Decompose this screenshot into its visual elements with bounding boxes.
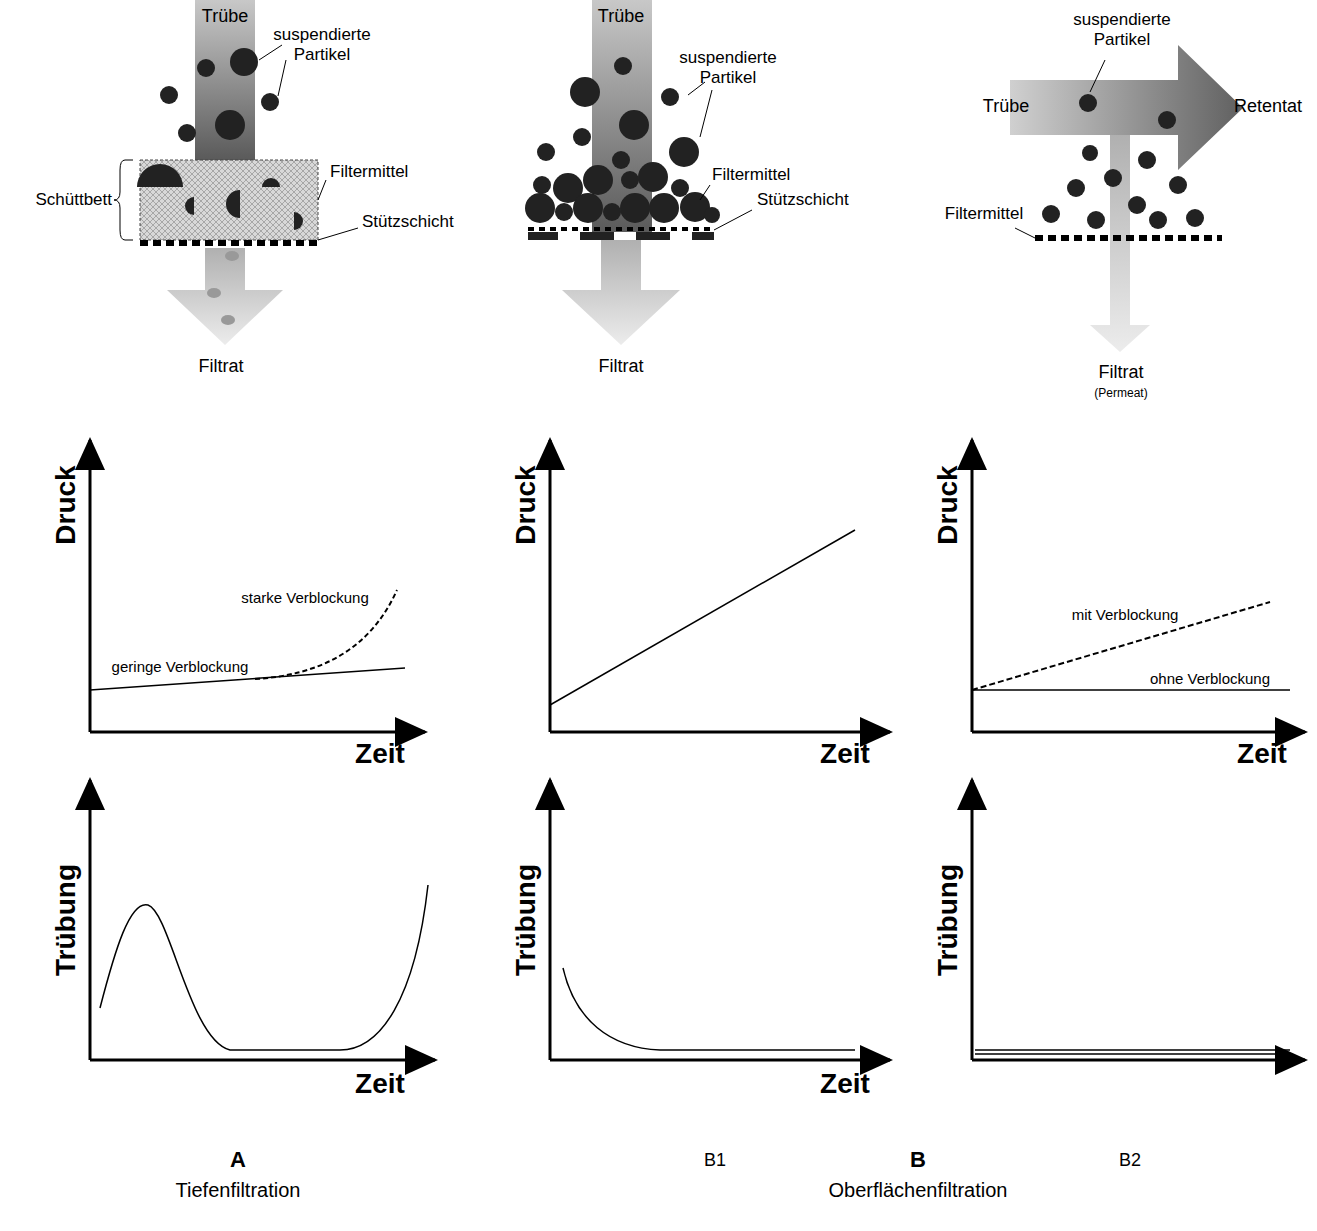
- axis-label: Trübung: [510, 864, 542, 976]
- axis-label: Druck: [50, 465, 82, 544]
- panel-letter: B: [910, 1147, 926, 1172]
- panel-letter: B1: [704, 1150, 726, 1171]
- axis-label: Druck: [932, 465, 964, 544]
- particle-label: suspendierte Partikel: [663, 48, 793, 87]
- axis-label: Zeit: [355, 738, 405, 770]
- flow-label: Trübe: [983, 96, 1029, 117]
- panel-letter: B2: [1119, 1150, 1141, 1171]
- bed-label: Schüttbett: [35, 190, 112, 210]
- curve-label: mit Verblockung: [1072, 606, 1179, 623]
- flow-label: Filtrat: [199, 356, 244, 377]
- axis-label: Zeit: [820, 1068, 870, 1100]
- panel-title: Oberflächenfiltration: [829, 1179, 1008, 1202]
- axis-label: Zeit: [1237, 738, 1287, 770]
- axis-label: Zeit: [820, 738, 870, 770]
- flow-label: Filtrat: [1099, 362, 1144, 383]
- part-label: Filtermittel: [330, 162, 408, 182]
- axis-label: Zeit: [355, 1068, 405, 1100]
- particle-label: suspendierte Partikel: [257, 25, 387, 64]
- flow-label: Trübe: [598, 6, 644, 27]
- part-label: Filtermittel: [712, 165, 790, 185]
- flow-label: (Permeat): [1094, 387, 1147, 401]
- axis-label: Trübung: [50, 864, 82, 976]
- panel-letter: A: [230, 1147, 246, 1172]
- curve-label: starke Verblockung: [241, 589, 369, 606]
- axis-label: Trübung: [932, 864, 964, 976]
- part-label: Filtermittel: [945, 204, 1023, 224]
- curve-label: ohne Verblockung: [1150, 670, 1270, 687]
- part-label: Stützschicht: [757, 190, 849, 210]
- flow-label: Retentat: [1234, 96, 1302, 117]
- flow-label: Trübe: [202, 6, 248, 27]
- panel-title: Tiefenfiltration: [176, 1179, 301, 1202]
- curve-label: geringe Verblockung: [112, 658, 249, 675]
- flow-label: Filtrat: [599, 356, 644, 377]
- axis-label: Druck: [510, 465, 542, 544]
- particle-label: suspendierte Partikel: [1057, 10, 1187, 49]
- part-label: Stützschicht: [362, 212, 454, 232]
